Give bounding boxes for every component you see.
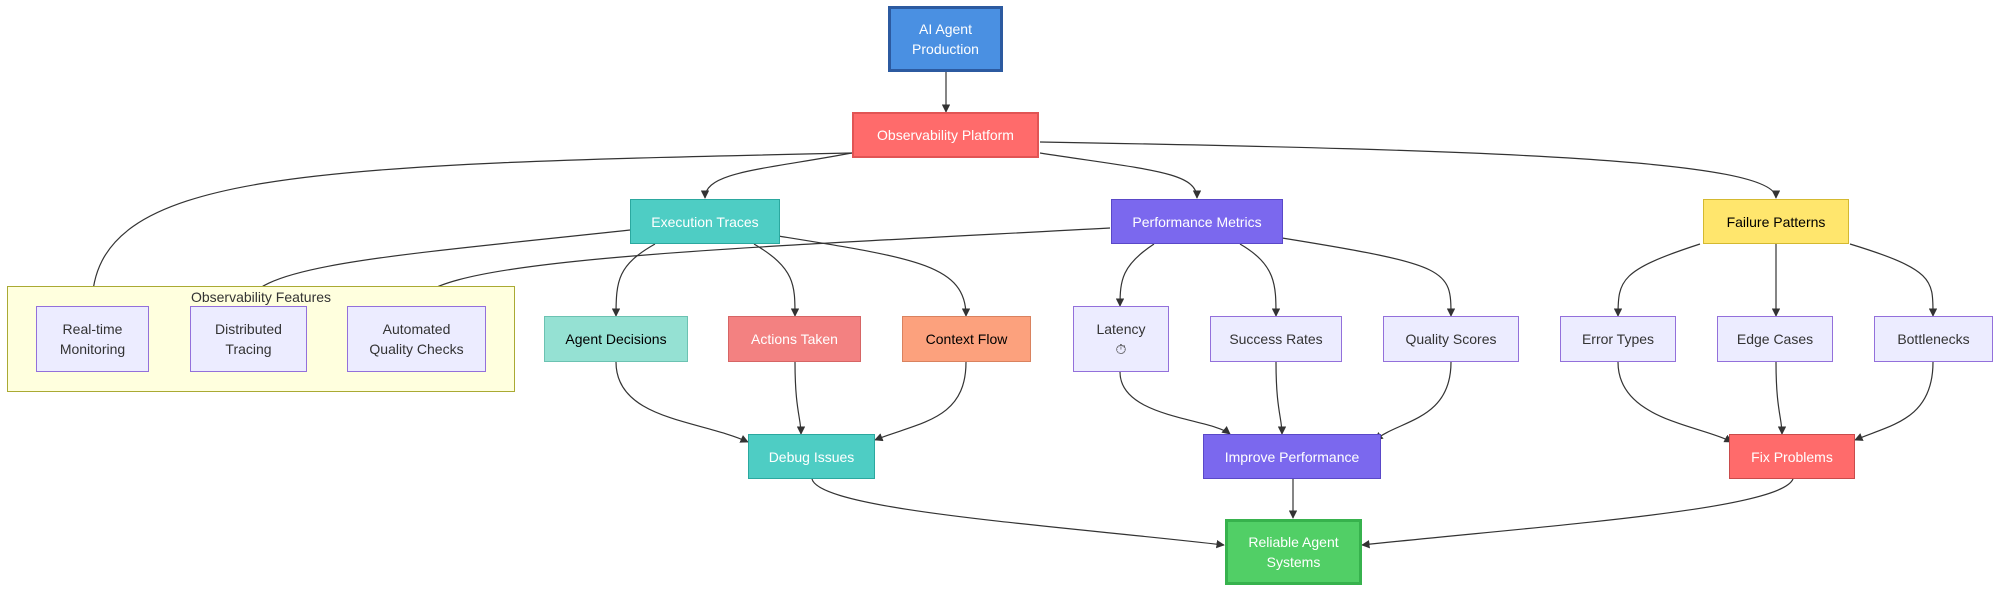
node-label: AI Agent Production	[912, 21, 979, 57]
node-debug-issues[interactable]: Debug Issues	[748, 434, 875, 479]
node-label: Automated Quality Checks	[369, 321, 464, 357]
node-performance-metrics[interactable]: Performance Metrics	[1111, 199, 1283, 244]
edge-errors-to-fix	[1617, 361, 1733, 443]
node-realtime-monitoring[interactable]: Real-time Monitoring	[36, 306, 149, 372]
edge-context-to-debug	[874, 361, 967, 442]
node-observability-platform[interactable]: Observability Platform	[852, 112, 1039, 158]
node-ai-agent-production[interactable]: AI Agent Production	[888, 6, 1003, 72]
node-label: Improve Performance	[1224, 448, 1360, 465]
edge-platform-to-failures	[1039, 141, 1781, 199]
node-execution-traces[interactable]: Execution Traces	[630, 199, 780, 244]
edge-platform-to-metrics	[1039, 152, 1202, 199]
node-error-types[interactable]: Error Types	[1560, 316, 1676, 362]
node-fix-problems[interactable]: Fix Problems	[1729, 434, 1855, 479]
node-label: Latency ⏱	[1096, 321, 1146, 357]
node-label: Bottlenecks	[1897, 331, 1970, 347]
node-automated-quality-checks[interactable]: Automated Quality Checks	[347, 306, 486, 372]
edge-traces-to-actions	[753, 243, 800, 317]
edge-metrics-to-quality	[1281, 237, 1456, 317]
node-label: Failure Patterns	[1726, 213, 1826, 230]
node-label: Agent Decisions	[565, 331, 667, 347]
edge-traces-to-decisions	[611, 243, 656, 317]
edge-bottlenecks-to-fix	[1854, 361, 1934, 441]
node-failure-patterns[interactable]: Failure Patterns	[1703, 199, 1849, 244]
edge-latency-to-improve	[1119, 371, 1231, 435]
node-agent-decisions[interactable]: Agent Decisions	[544, 316, 688, 362]
node-edge-cases[interactable]: Edge Cases	[1717, 316, 1833, 362]
edge-success-to-improve	[1275, 361, 1287, 435]
node-label: Edge Cases	[1736, 331, 1814, 347]
edge-edge-to-fix	[1775, 361, 1787, 435]
node-label: Fix Problems	[1751, 448, 1833, 465]
node-improve-performance[interactable]: Improve Performance	[1203, 434, 1381, 479]
node-label: Observability Platform	[877, 127, 1014, 143]
node-label: Context Flow	[925, 331, 1008, 347]
node-label: Success Rates	[1229, 331, 1323, 347]
edge-actions-to-debug	[794, 361, 806, 435]
node-bottlenecks[interactable]: Bottlenecks	[1874, 316, 1993, 362]
node-label: Actions Taken	[751, 331, 838, 347]
edge-fix-to-reliable	[1361, 478, 1794, 549]
node-context-flow[interactable]: Context Flow	[902, 316, 1031, 362]
node-success-rates[interactable]: Success Rates	[1210, 316, 1342, 362]
edge-metrics-to-success	[1239, 243, 1281, 317]
edge-debug-to-reliable	[811, 478, 1225, 549]
edge-traces-to-context	[777, 235, 971, 317]
edge-failures-to-errors	[1613, 243, 1701, 317]
node-label: Execution Traces	[651, 213, 759, 230]
edge-decisions-to-debug	[615, 361, 749, 443]
edge-platform-to-realtime	[87, 152, 853, 307]
edge-platform-to-traces	[700, 152, 853, 199]
node-label: Distributed Tracing	[215, 321, 282, 357]
edge-metrics-to-latency	[1115, 243, 1155, 307]
node-quality-scores[interactable]: Quality Scores	[1383, 316, 1519, 362]
group-title: Observability Features	[190, 289, 332, 305]
node-latency[interactable]: Latency ⏱	[1073, 306, 1169, 372]
edge-quality-to-improve	[1374, 361, 1452, 441]
node-label: Debug Issues	[768, 448, 855, 465]
node-label: Reliable Agent Systems	[1248, 534, 1339, 570]
node-actions-taken[interactable]: Actions Taken	[728, 316, 861, 362]
node-distributed-tracing[interactable]: Distributed Tracing	[190, 306, 307, 372]
node-label: Real-time Monitoring	[59, 321, 126, 357]
node-reliable-agent-systems[interactable]: Reliable Agent Systems	[1225, 519, 1362, 585]
edge-failures-to-bottlenecks	[1849, 243, 1938, 317]
node-label: Error Types	[1581, 331, 1655, 347]
node-label: Quality Scores	[1405, 331, 1497, 347]
node-label: Performance Metrics	[1132, 213, 1262, 230]
